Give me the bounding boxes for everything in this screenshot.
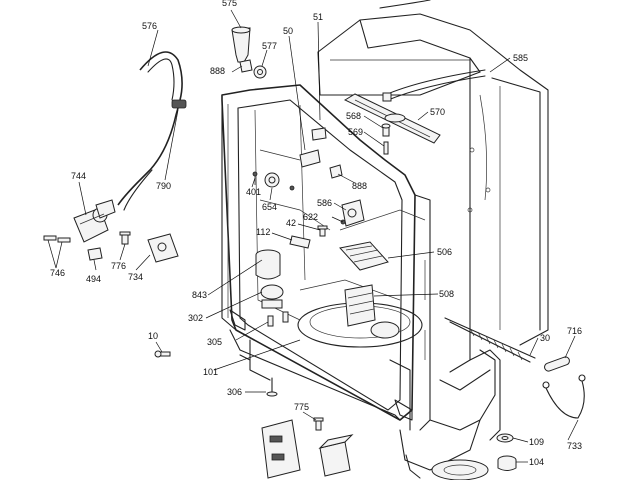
callout-575: 575 bbox=[222, 0, 237, 8]
callout-622: 622 bbox=[303, 212, 318, 222]
door-spring-part bbox=[444, 317, 536, 363]
washer-part bbox=[496, 433, 514, 443]
cable-link-part bbox=[542, 374, 586, 419]
filter-cup-part bbox=[344, 284, 400, 339]
clip-part bbox=[239, 59, 343, 179]
bracket-part bbox=[299, 127, 327, 168]
callout-494: 494 bbox=[86, 274, 101, 284]
callout-401: 401 bbox=[246, 187, 261, 197]
callout-888-top: 888 bbox=[210, 66, 225, 76]
pump-motor-part bbox=[255, 249, 284, 309]
nut-part bbox=[253, 65, 267, 79]
callout-577: 577 bbox=[262, 41, 277, 51]
bracket-112 bbox=[289, 235, 311, 249]
screw-10 bbox=[154, 350, 171, 358]
screw-568 bbox=[381, 123, 391, 137]
callout-888-mid: 888 bbox=[352, 181, 367, 191]
vent-part bbox=[231, 26, 251, 63]
callout-733: 733 bbox=[567, 441, 582, 451]
screw-775 bbox=[313, 417, 324, 431]
callout-506: 506 bbox=[437, 247, 452, 257]
screw-42 bbox=[317, 225, 328, 237]
callout-570: 570 bbox=[430, 107, 445, 117]
callout-790: 790 bbox=[156, 181, 171, 191]
callout-568: 568 bbox=[346, 111, 361, 121]
hinge-bracket-part bbox=[261, 419, 301, 479]
callout-569: 569 bbox=[348, 127, 363, 137]
callout-30: 30 bbox=[540, 333, 550, 343]
screw-746 bbox=[43, 235, 71, 243]
fill-hose-part bbox=[117, 51, 187, 211]
callout-508: 508 bbox=[439, 289, 454, 299]
callout-306: 306 bbox=[227, 387, 242, 397]
callout-104: 104 bbox=[529, 457, 544, 467]
callout-305: 305 bbox=[207, 337, 222, 347]
detergent-dispenser-part bbox=[339, 241, 389, 271]
callout-302: 302 bbox=[188, 313, 203, 323]
callout-112: 112 bbox=[256, 227, 270, 237]
dishwasher-tub bbox=[221, 0, 549, 479]
clip-494 bbox=[87, 247, 103, 261]
callout-51: 51 bbox=[313, 12, 323, 22]
drain-nut-part bbox=[497, 455, 517, 471]
callout-42: 42 bbox=[286, 218, 296, 228]
bumper-part bbox=[544, 356, 570, 372]
junction-box-part bbox=[318, 434, 354, 477]
callout-776: 776 bbox=[111, 261, 126, 271]
upper-spray-tube-part bbox=[382, 69, 486, 102]
callout-734: 734 bbox=[128, 272, 143, 282]
callout-576: 576 bbox=[142, 21, 157, 31]
leader-lines bbox=[47, 9, 579, 463]
screw-305 bbox=[267, 311, 289, 327]
float-switch-part bbox=[147, 233, 179, 263]
callout-586: 586 bbox=[317, 198, 332, 208]
callout-716: 716 bbox=[567, 326, 582, 336]
callout-labels: 575 51 576 50 577 585 888 570 568 569 40… bbox=[50, 0, 582, 467]
water-valve-part bbox=[73, 199, 116, 243]
callout-109: 109 bbox=[529, 437, 544, 447]
screw-401 bbox=[252, 171, 258, 185]
callout-746: 746 bbox=[50, 268, 65, 278]
cap-part bbox=[264, 172, 295, 191]
thermostat-part bbox=[341, 199, 365, 227]
callout-654: 654 bbox=[262, 202, 277, 212]
callout-50: 50 bbox=[283, 26, 293, 36]
drain-base-part bbox=[431, 459, 489, 480]
leveling-leg-part bbox=[266, 377, 278, 397]
callout-744: 744 bbox=[71, 171, 86, 181]
screw-776 bbox=[119, 231, 131, 245]
callout-775: 775 bbox=[294, 402, 309, 412]
callout-585: 585 bbox=[513, 53, 528, 63]
callout-843: 843 bbox=[192, 290, 207, 300]
spray-arm-part bbox=[343, 93, 441, 144]
callout-10: 10 bbox=[148, 331, 158, 341]
callout-101: 101 bbox=[203, 367, 218, 377]
screw-569 bbox=[383, 141, 389, 155]
